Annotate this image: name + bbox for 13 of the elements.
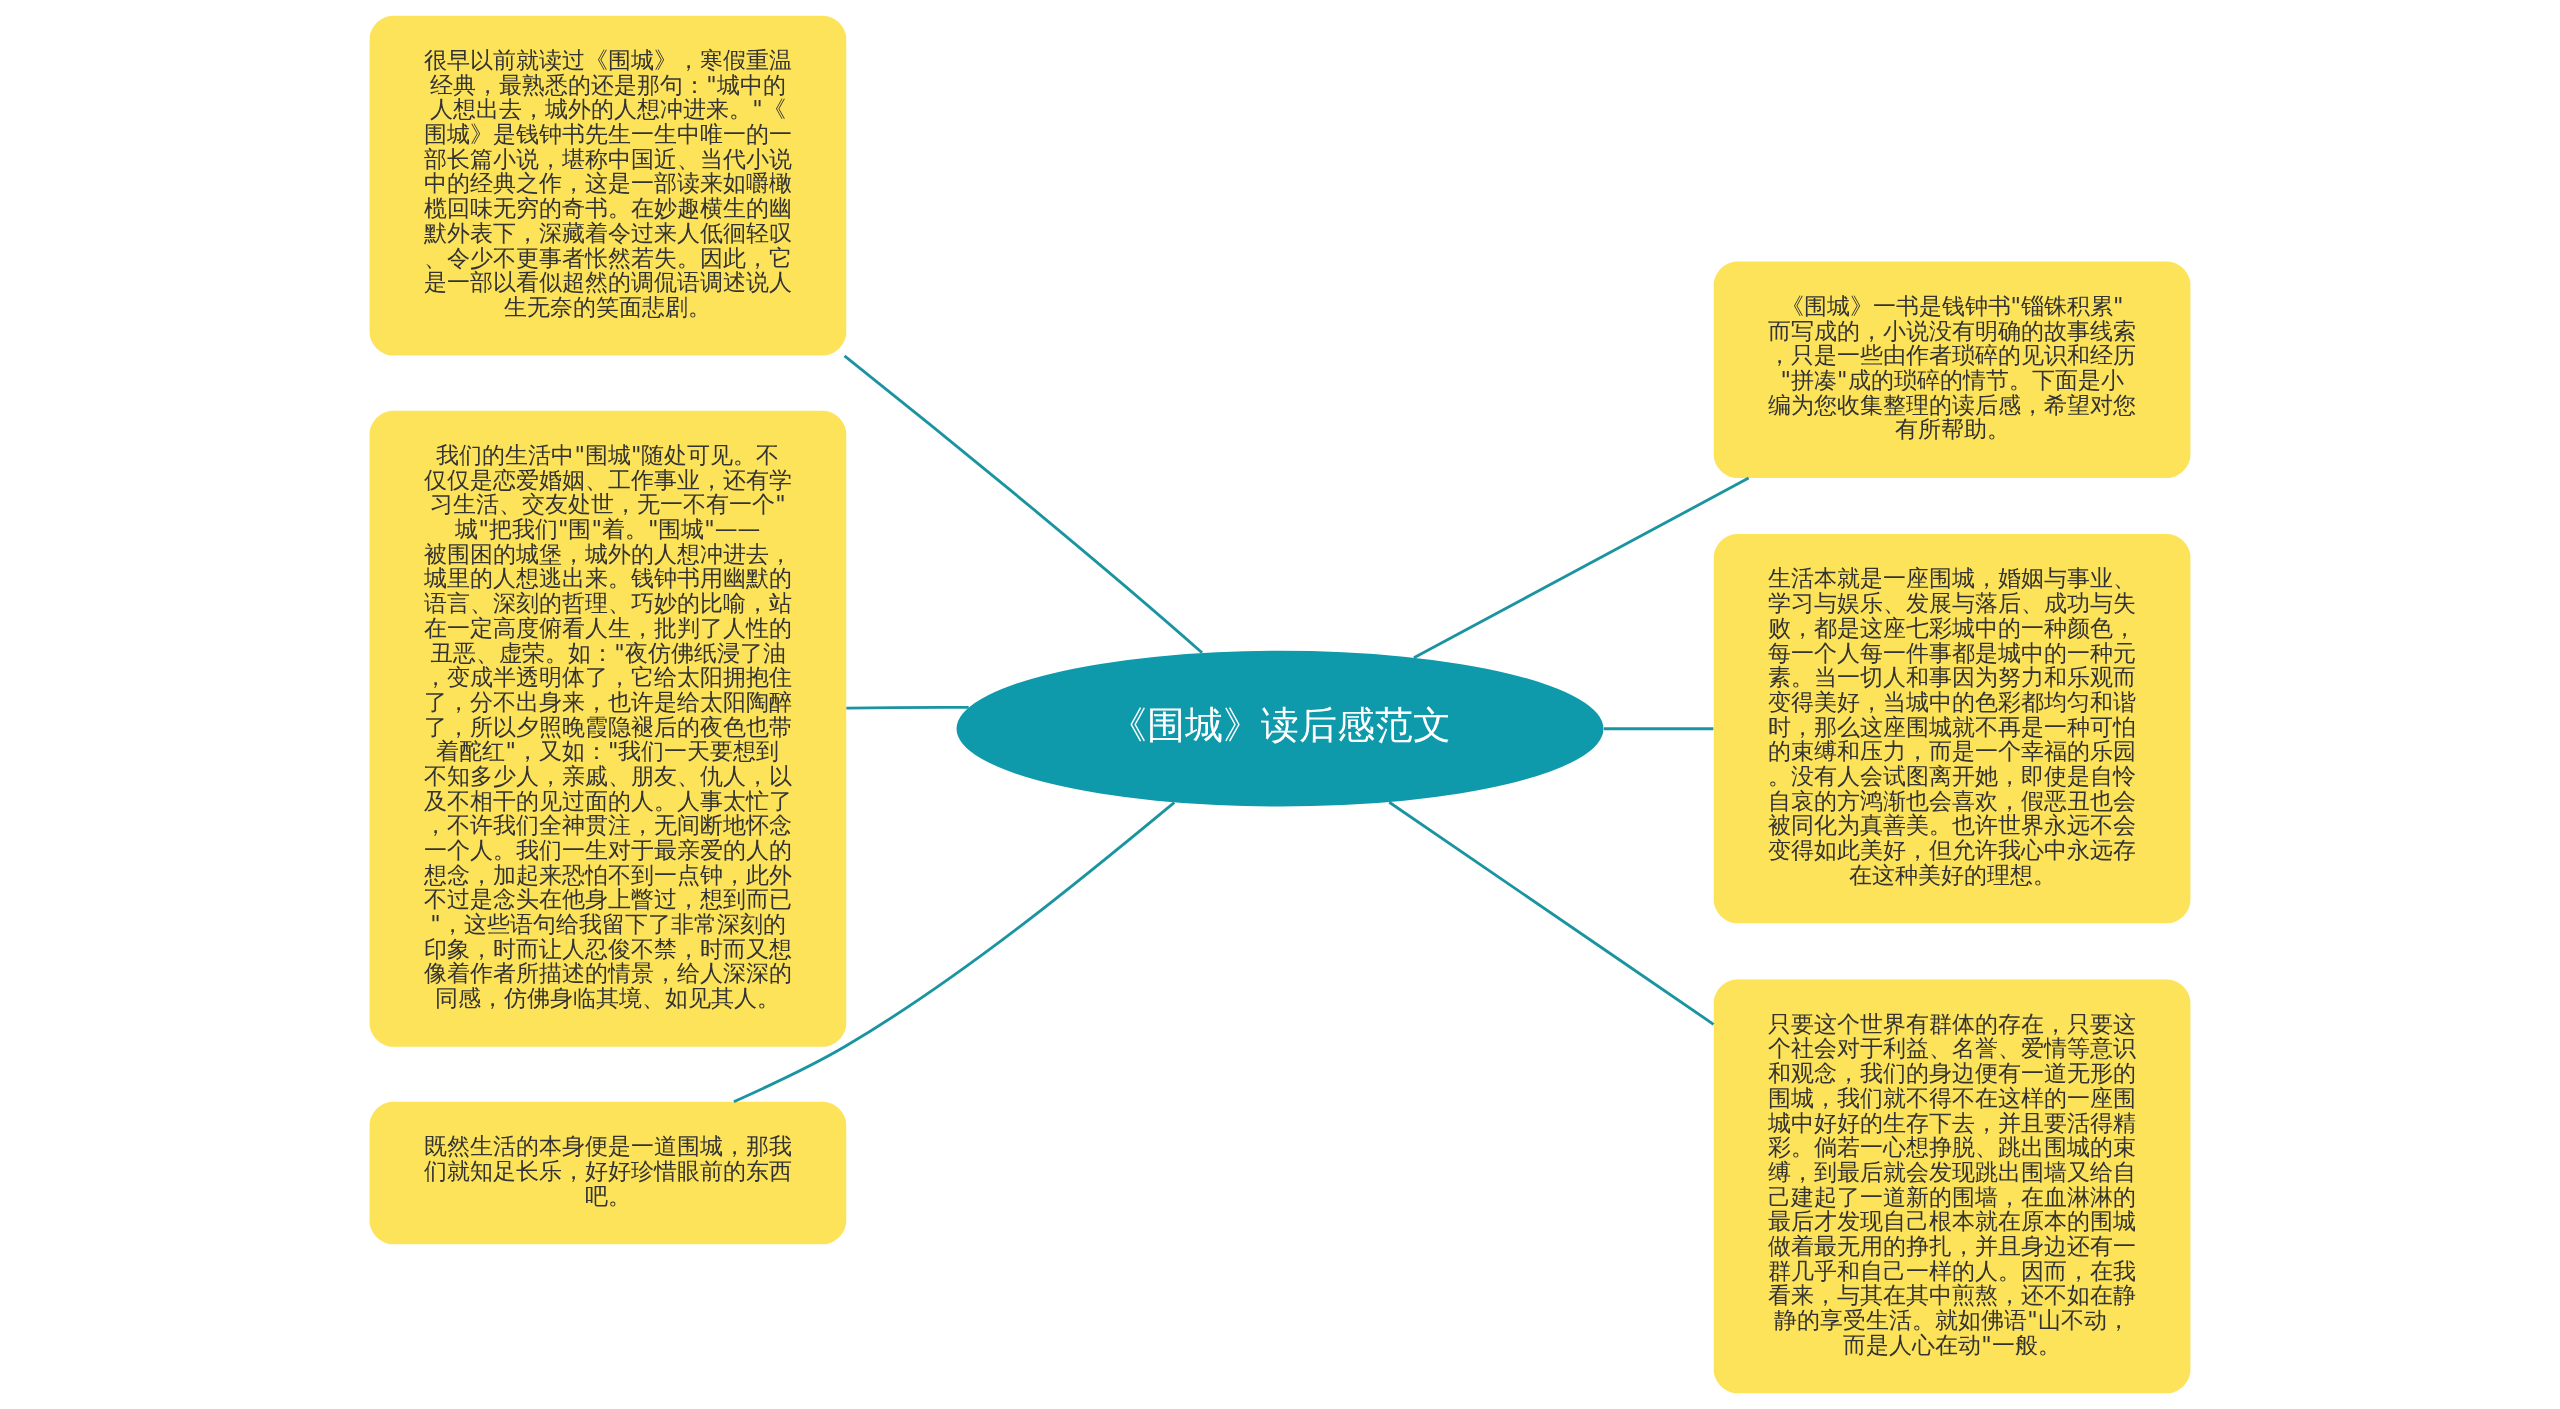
connector <box>843 354 1203 654</box>
connector <box>1388 801 1715 1026</box>
connector <box>846 705 969 710</box>
node-ellipse: 《围城》读后感范文 <box>956 650 1604 807</box>
node-box: 生活本就是一座围城，婚姻与事业、学习与娱乐、发展与落后、成功与失败，都是这座七彩城中的一种颜色，每一个人每一件事都是城中的一种元素。当一切人和事因为努力和乐观而变得美好，当城中的色彩都均匀和谐时，那么这座围城就不再是一种可怕的束缚和压力，而是一个幸福的乐园。没有人会试图离开她，即使是自怜自哀的方鸿渐也会喜欢，假恶丑也会被同化为真善美。也许世界永远不会变得如此美好，但允许我心中永远存在这种美好的理想。 <box>1713 534 2191 924</box>
node-box: 我们的生活中"围城"随处可见。不仅仅是恋爱婚姻、工作事业，还有学习生活、交友处世，无一不有一个"城"把我们"围"着。"围城"——被围困的城堡，城外的人想冲进去，城里的人想逃出来。钱钟书用幽默的语言、深刻的哲理、巧妙的比喻，站在一定高度俯看人生，批判了人性的丑恶、虚荣。如："夜仿佛纸浸了油，变成半透明体了，它给太阳拥抱住了，分不出身来，也许是给太阳陶醉了，所以夕照晚霞隐褪后的夜色也带着酡红"，又如："我们一天要想到不知多少人，亲戚、朋友、仇人，以及不相干的见过面的人。人事太忙了，不许我们全神贯注，无间断地怀念一个人。我们一生对于最亲爱的人的想念，加起来恐怕不到一点钟，此外不过是念头在他身上瞥过，想到而已"，这些语句给我留下了非常深刻的印象，时而让人忍俊不禁，时而又想像着作者所描述的情景，给人深深的同感，仿佛身临其境、如见其人。 <box>369 410 847 1047</box>
connector <box>733 801 1176 1103</box>
node-box: 很早以前就读过《围城》，寒假重温经典，最熟悉的还是那句："城中的人想出去，城外的人想冲进来。"《围城》是钱钟书先生一生中唯一的一部长篇小说，堪称中国近、当代小说中的经典之作，这是一部读来如嚼橄榄回味无穷的奇书。在妙趣横生的幽默外表下，深藏着令过来人低徊轻叹、令少不更事者怅然若失。因此，它是一部以看似超然的调侃语调述说人生无奈的笑面悲剧。 <box>369 15 847 356</box>
connector <box>1413 476 1750 660</box>
connector <box>1603 727 1714 731</box>
node-box: 《围城》一书是钱钟书"锱铢积累"而写成的，小说没有明确的故事线索，只是一些由作者琐碎的见识和经历"拼凑"成的琐碎的情节。下面是小编为您收集整理的读后感，希望对您有所帮助。 <box>1713 261 2191 479</box>
node-box: 只要这个世界有群体的存在，只要这个社会对于利益、名誉、爱情等意识和观念，我们的身边便有一道无形的围城，我们就不得不在这样的一座围城中好好的生存下去，并且要活得精彩。倘若一心想挣脱、跳出围城的束缚，到最后就会发现跳出围墙又给自己建起了一道新的围墙，在血淋淋的最后才发现自己根本就在原本的围城做着最无用的挣扎，并且身边还有一群几乎和自己一样的人。因而，在我看来，与其在其中煎熬，还不如在静静的享受生活。就如佛语"山不动，而是人心在动"一般。 <box>1713 979 2191 1394</box>
node-box: 既然生活的本身便是一道围城，那我们就知足长乐，好好珍惜眼前的东西吧。 <box>369 1101 847 1245</box>
